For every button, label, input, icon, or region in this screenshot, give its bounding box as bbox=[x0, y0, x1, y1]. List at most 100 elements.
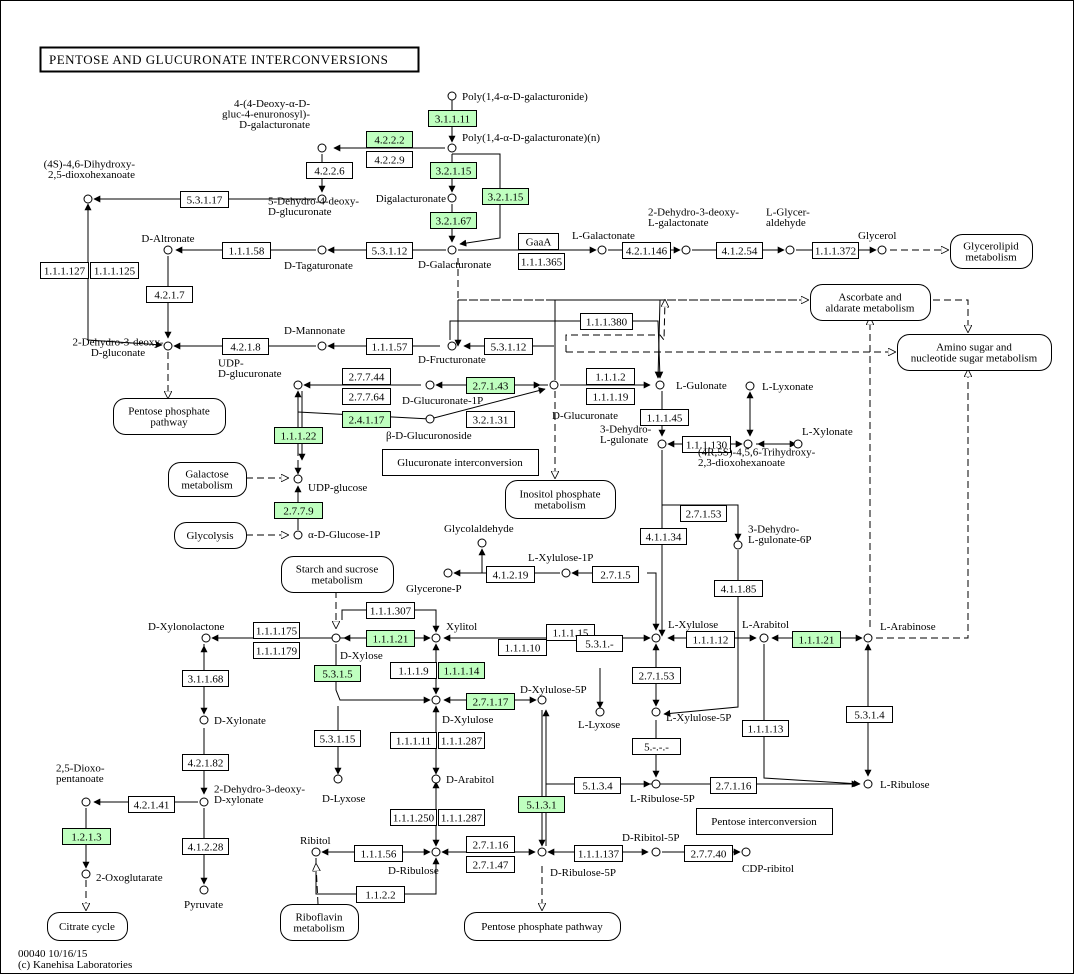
map-link-label[interactable]: metabolism bbox=[293, 923, 345, 935]
enzyme-box[interactable] bbox=[518, 253, 565, 270]
enzyme-label[interactable]: 1.1.1.12 bbox=[693, 635, 729, 647]
compound-label[interactable]: D-Galacturonate bbox=[418, 259, 491, 271]
compound-label[interactable]: L-Ribulose bbox=[880, 779, 930, 791]
compound-label[interactable]: D-galacturonate bbox=[239, 119, 310, 131]
compound-label[interactable]: L-gulonate bbox=[600, 434, 648, 446]
compound-label[interactable]: D-Xylulose bbox=[442, 714, 493, 726]
enzyme-box[interactable] bbox=[622, 242, 671, 259]
compound-node[interactable] bbox=[877, 245, 887, 255]
enzyme-label[interactable]: 3.2.1.15 bbox=[488, 192, 524, 204]
compound-node[interactable] bbox=[595, 707, 605, 717]
compound-node[interactable] bbox=[743, 439, 753, 449]
enzyme-label[interactable]: 4.2.2.2 bbox=[374, 135, 404, 147]
enzyme-label[interactable]: 1.1.1.13 bbox=[748, 724, 784, 736]
compound-label[interactable]: Glycerone-P bbox=[406, 583, 462, 595]
enzyme-box[interactable] bbox=[632, 738, 681, 755]
enzyme-label[interactable]: 1.1.1.287 bbox=[441, 736, 483, 748]
enzyme-box[interactable] bbox=[466, 693, 515, 710]
enzyme-box[interactable] bbox=[306, 162, 353, 179]
enzyme-box[interactable] bbox=[390, 732, 437, 749]
enzyme-label[interactable]: 4.1.1.34 bbox=[646, 532, 682, 544]
compound-node[interactable] bbox=[793, 439, 803, 449]
compound-node[interactable] bbox=[447, 193, 457, 203]
compound-node[interactable] bbox=[293, 530, 303, 540]
map-link-label[interactable]: Pentose phosphate pathway bbox=[481, 921, 603, 933]
map-link-box[interactable] bbox=[47, 912, 128, 941]
enzyme-box[interactable] bbox=[274, 427, 323, 444]
enzyme-label[interactable]: 1.1.1.137 bbox=[578, 849, 620, 861]
compound-label[interactable]: α-D-Glucose-1P bbox=[308, 529, 380, 541]
compound-label[interactable]: D-Ribulose bbox=[388, 865, 439, 877]
enzyme-box[interactable] bbox=[62, 828, 111, 845]
compound-label[interactable]: UDP-glucose bbox=[308, 482, 367, 494]
enzyme-box[interactable] bbox=[354, 845, 403, 862]
map-link-label[interactable]: metabolism bbox=[965, 252, 1017, 264]
compound-node[interactable] bbox=[199, 715, 209, 725]
enzyme-label[interactable]: 1.1.1.9 bbox=[398, 666, 429, 678]
compound-label[interactable]: Ribitol bbox=[300, 835, 331, 847]
compound-label[interactable]: Glycolaldehyde bbox=[444, 523, 514, 535]
compound-node[interactable] bbox=[431, 847, 441, 857]
enzyme-label[interactable]: 2.7.1.16 bbox=[716, 781, 752, 793]
enzyme-box[interactable] bbox=[366, 338, 413, 355]
compound-node[interactable] bbox=[477, 538, 487, 548]
enzyme-label[interactable]: 1.1.1.125 bbox=[94, 266, 136, 278]
enzyme-label[interactable]: 1.1.2.2 bbox=[365, 890, 395, 902]
compound-label[interactable]: D-Glucuronate bbox=[552, 410, 618, 422]
enzyme-box[interactable] bbox=[428, 110, 477, 127]
compound-label[interactable]: D-Lyxose bbox=[322, 793, 366, 805]
compound-label[interactable]: L-Glycer- bbox=[766, 207, 810, 219]
enzyme-label[interactable]: 2.7.1.53 bbox=[639, 671, 675, 683]
enzyme-box[interactable] bbox=[518, 233, 559, 250]
enzyme-label[interactable]: 5.3.1.5 bbox=[322, 669, 353, 681]
map-link-label[interactable]: Amino sugar and bbox=[936, 342, 1012, 354]
map-link-label[interactable]: metabolism bbox=[534, 500, 586, 512]
enzyme-label[interactable]: 1.1.1.21 bbox=[799, 635, 835, 647]
compound-node[interactable] bbox=[651, 847, 661, 857]
enzyme-label[interactable]: 2.7.1.47 bbox=[473, 860, 509, 872]
enzyme-label[interactable]: 5.3.1.15 bbox=[320, 734, 356, 746]
compound-node[interactable] bbox=[863, 779, 873, 789]
enzyme-label[interactable]: 4.2.1.8 bbox=[230, 342, 261, 354]
compound-label[interactable]: Poly(1,4-α-D-galacturonate)(n) bbox=[462, 132, 600, 144]
enzyme-label[interactable]: 1.1.1.21 bbox=[373, 634, 409, 646]
compound-label[interactable]: D-Xylose bbox=[340, 650, 383, 662]
map-link-label[interactable]: metabolism bbox=[181, 480, 233, 492]
compound-node[interactable] bbox=[651, 633, 661, 643]
enzyme-box[interactable] bbox=[430, 162, 477, 179]
compound-node[interactable] bbox=[201, 633, 211, 643]
compound-node[interactable] bbox=[425, 380, 435, 390]
enzyme-label[interactable]: 4.1.2.28 bbox=[188, 842, 224, 854]
compound-node[interactable] bbox=[745, 381, 755, 391]
map-link-box[interactable] bbox=[168, 462, 247, 497]
map-link-label[interactable]: Starch and sucrose bbox=[296, 564, 379, 576]
compound-label[interactable]: D-Arabitol bbox=[446, 774, 494, 786]
enzyme-box[interactable] bbox=[466, 836, 515, 853]
compound-node[interactable] bbox=[293, 380, 303, 390]
compound-label[interactable]: D-xylonate bbox=[214, 794, 264, 806]
map-link-box[interactable] bbox=[897, 334, 1052, 371]
compound-label[interactable]: L-Galactonate bbox=[572, 230, 635, 242]
compound-label[interactable]: 2-Dehydro-3-deoxy- bbox=[72, 337, 163, 349]
compound-node[interactable] bbox=[317, 341, 327, 351]
enzyme-label[interactable]: 1.1.1.45 bbox=[647, 413, 683, 425]
enzyme-box[interactable] bbox=[438, 662, 485, 679]
enzyme-label[interactable]: 2.7.1.17 bbox=[473, 697, 509, 709]
enzyme-label[interactable]: 1.1.1.307 bbox=[370, 606, 412, 618]
enzyme-box[interactable] bbox=[366, 630, 415, 647]
enzyme-label[interactable]: 1.1.1.58 bbox=[229, 246, 265, 258]
enzyme-box[interactable] bbox=[180, 191, 229, 208]
enzyme-box[interactable] bbox=[222, 338, 269, 355]
enzyme-box[interactable] bbox=[253, 642, 300, 659]
enzyme-label[interactable]: 5.3.1.12 bbox=[491, 342, 527, 354]
enzyme-label[interactable]: 3.2.1.67 bbox=[436, 216, 472, 228]
compound-label[interactable]: Xylitol bbox=[446, 621, 477, 633]
enzyme-box[interactable] bbox=[128, 796, 175, 813]
compound-label[interactable]: UDP- bbox=[218, 358, 244, 370]
compound-label[interactable]: D-Xylonate bbox=[214, 715, 266, 727]
enzyme-label[interactable]: 1.1.1.22 bbox=[281, 431, 317, 443]
map-link-box[interactable] bbox=[174, 522, 247, 549]
compound-node[interactable] bbox=[163, 245, 173, 255]
compound-node[interactable] bbox=[83, 194, 93, 204]
compound-node[interactable] bbox=[681, 245, 691, 255]
